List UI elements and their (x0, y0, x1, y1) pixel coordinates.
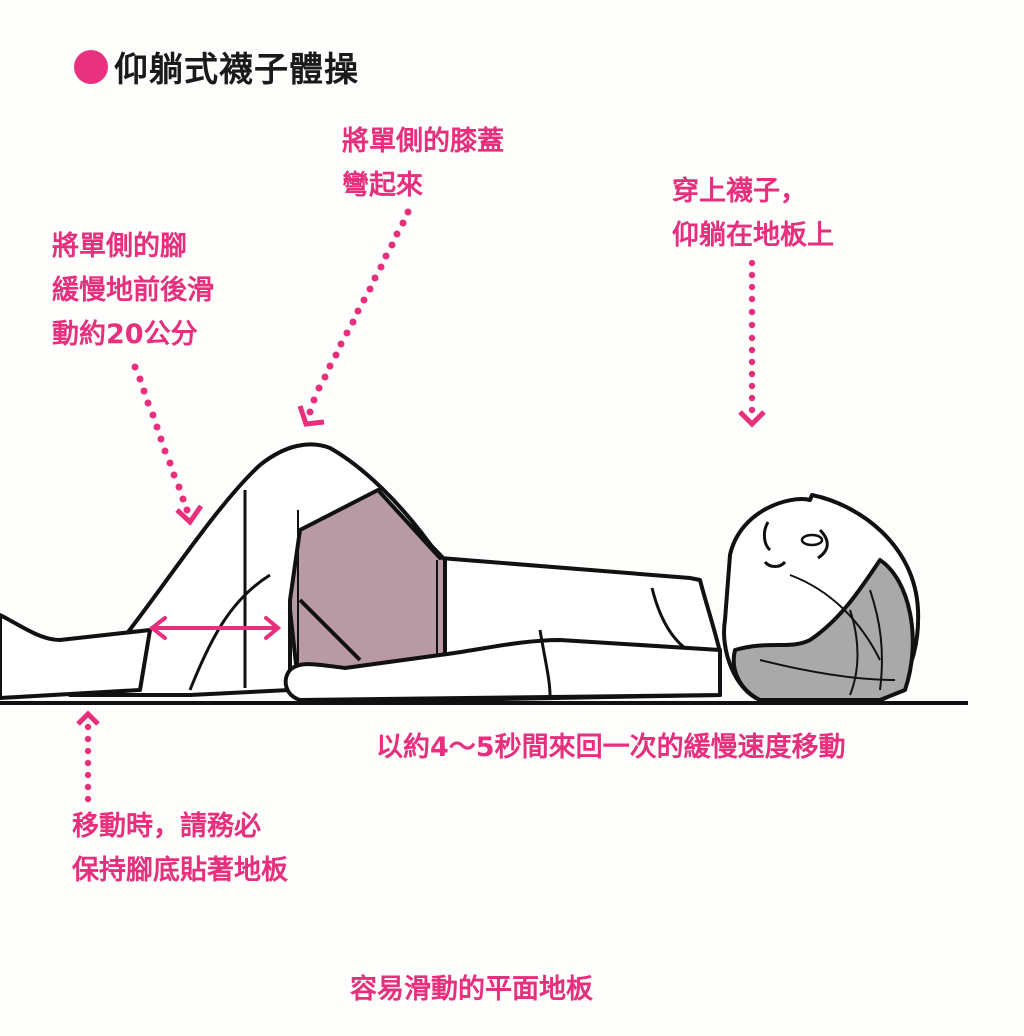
annotation-sole-line-2: 保持腳底貼著地板 (72, 855, 288, 886)
annotation-foot-slide: 將單側的腳 緩慢地前後滑 動約20公分 (52, 225, 214, 357)
dotted-arrow-keep-sole (76, 710, 100, 803)
annotation-speed-line-1: 以約4～5秒間來回一次的緩慢速度移動 (376, 732, 846, 763)
dotted-arrow-knee (297, 208, 412, 427)
arm (283, 638, 722, 702)
annotation-foot-line-3: 動約20公分 (52, 319, 198, 350)
head (722, 493, 921, 702)
page-title: 仰躺式襪子體操 (74, 42, 359, 91)
annotation-foot-line-1: 將單側的腳 (52, 231, 187, 262)
annotation-knee-line-2: 彎起來 (342, 170, 423, 201)
straight-leg (0, 613, 152, 700)
dotted-arrow-foot (131, 363, 204, 526)
annotation-socks-line-2: 仰躺在地板上 (672, 220, 834, 251)
annotation-floor-line-1: 容易滑動的平面地板 (350, 974, 593, 1005)
annotation-knee-line-1: 將單側的膝蓋 (342, 126, 504, 157)
annotation-socks-line-1: 穿上襪子， (672, 176, 807, 207)
annotation-knee: 將單側的膝蓋 彎起來 (342, 120, 504, 208)
annotation-keep-sole: 移動時，請務必 保持腳底貼著地板 (72, 805, 288, 893)
bent-leg (68, 442, 442, 697)
annotation-speed: 以約4～5秒間來回一次的緩慢速度移動 (376, 726, 846, 770)
annotation-foot-line-2: 緩慢地前後滑 (52, 275, 214, 306)
slide-double-arrow (148, 616, 282, 640)
title-text: 仰躺式襪子體操 (114, 50, 359, 90)
annotation-floor: 容易滑動的平面地板 (350, 968, 593, 1012)
annotation-socks-on: 穿上襪子， 仰躺在地板上 (672, 170, 834, 258)
dotted-arrow-socks (738, 259, 766, 428)
annotation-sole-line-1: 移動時，請務必 (72, 811, 261, 842)
bullet-dot-icon (74, 49, 108, 84)
